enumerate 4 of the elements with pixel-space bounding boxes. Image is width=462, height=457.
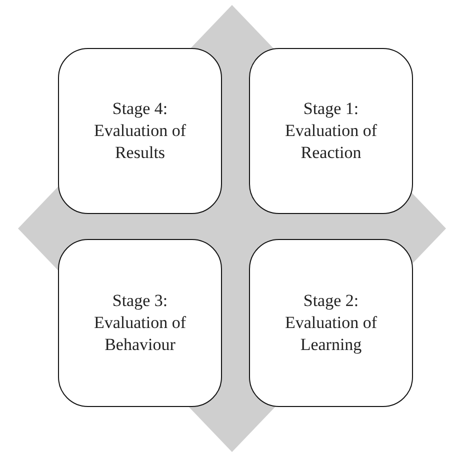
stage-label: Stage 4: Evaluation of Results <box>92 98 188 164</box>
stage-label: Stage 1: Evaluation of Reaction <box>284 98 378 164</box>
stage-label: Stage 3: Evaluation of Behaviour <box>92 290 188 356</box>
stage-label: Stage 2: Evaluation of Learning <box>284 290 378 356</box>
